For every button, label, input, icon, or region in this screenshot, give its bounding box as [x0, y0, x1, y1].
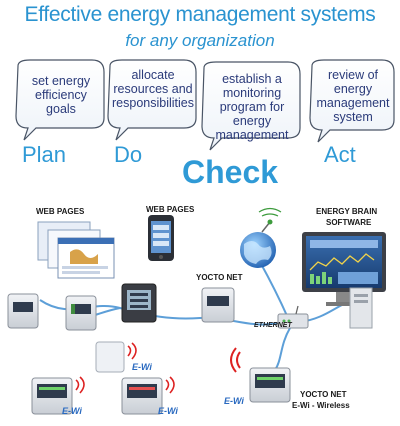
bubble-plan: [15, 59, 105, 141]
label-energy-brain: ENERGY BRAIN: [316, 207, 378, 216]
ethernet-switch-icon: [277, 305, 309, 329]
label-yocto-net-mid: YOCTO NET: [196, 273, 243, 282]
ewi-tag-white: E-Wi: [132, 362, 152, 372]
bubble-act-text: review of energy management system: [316, 68, 390, 124]
ewi-tag-mid: E-Wi: [158, 406, 178, 416]
ewi-device-bottom-mid: [121, 376, 175, 415]
label-yocto-net-bottom: YOCTO NET: [300, 390, 347, 399]
bubble-check: [201, 61, 301, 151]
ewi-tag-left: E-Wi: [62, 406, 82, 416]
web-pages-screens: [37, 221, 115, 279]
label-ewi-wireless: E-Wi - Wireless: [292, 401, 350, 410]
bubble-do: [107, 59, 197, 141]
energy-brain-monitor: [302, 232, 386, 329]
ewi-tag-bottom: E-Wi: [224, 396, 244, 406]
bubble-plan-text: set energy efficiency goals: [31, 74, 91, 116]
yocto-net-ewi-device: [230, 347, 291, 403]
phase-plan: Plan: [22, 142, 67, 167]
bubble-do-text: allocate resources and responsibilities: [112, 68, 194, 110]
internet-globe-icon: [240, 207, 282, 268]
page-title: Effective energy management systems: [24, 3, 376, 26]
yocto-net-device-center-left: [65, 295, 97, 331]
power-analyzer-meter: [121, 283, 157, 323]
bubble-check-text: establish a monitoring program for energ…: [215, 72, 289, 142]
wireless-sensor-white: [95, 341, 137, 373]
phase-act: Act: [324, 142, 356, 167]
bubble-act: [309, 59, 395, 143]
yocto-net-device-mid: [201, 287, 235, 323]
smartphone-icon: [148, 215, 174, 261]
phase-check: Check: [182, 154, 279, 190]
label-ethernet: ETHERNET: [254, 322, 292, 329]
page-subtitle: for any organization: [125, 31, 275, 50]
phase-do: Do: [114, 142, 143, 167]
ewi-device-bottom-left: [31, 376, 85, 415]
yocto-net-device-left: [7, 293, 39, 329]
label-web-pages-mid: WEB PAGES: [146, 205, 195, 214]
label-web-pages-left: WEB PAGES: [36, 207, 85, 216]
label-software: SOFTWARE: [326, 218, 372, 227]
